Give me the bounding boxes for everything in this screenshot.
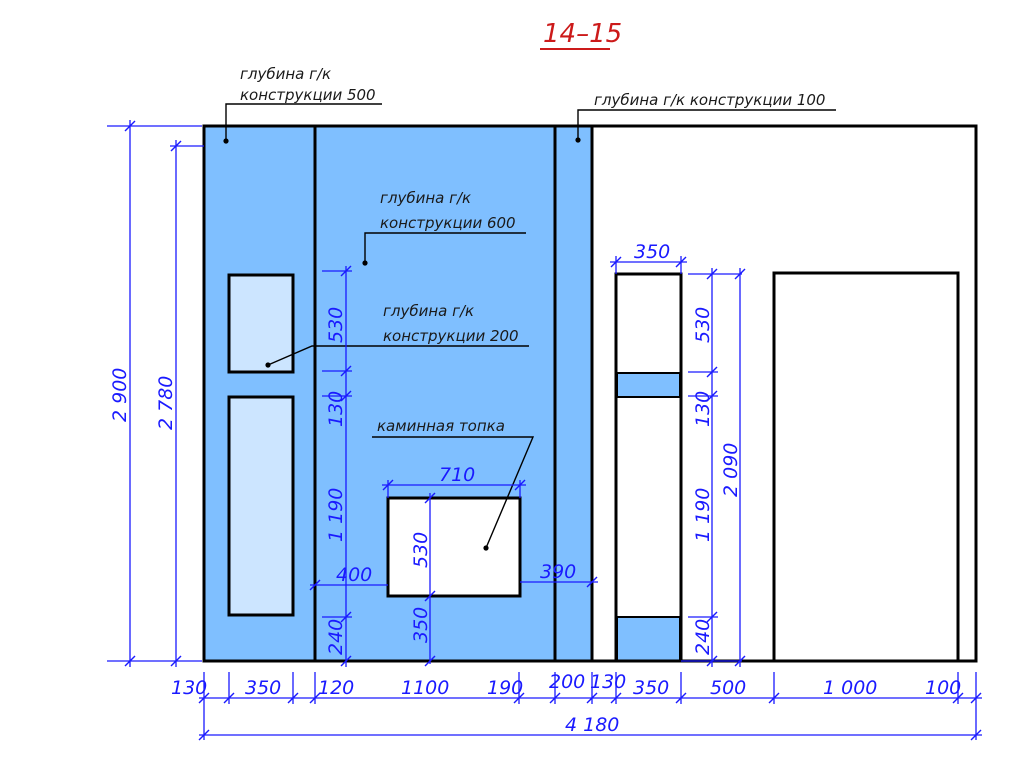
leader-depth-600 [364,232,526,263]
note-depth-600-line1: глубина г/к [380,189,471,207]
dim-text-overall-width: 4 180 [565,714,619,736]
dim-text-niche-width: 350 [634,241,670,263]
dim-text-bottom-350a: 350 [245,677,281,699]
note-depth-500-line1: глубина г/к [240,65,331,83]
dim-text-niche-1190: 1 190 [692,488,714,542]
dim-text-center-130: 130 [325,391,347,427]
dim-text-bottom-350b: 350 [633,677,669,699]
leader-firebox [372,436,535,549]
dim-text-bottom-200: 200 [549,671,585,693]
dim-text-firebox-left: 400 [336,564,372,586]
niche-panel-lower [227,395,295,617]
dim-text-firebox-bottom: 350 [410,607,432,643]
dim-text-bottom-1100: 1100 [401,677,449,699]
note-depth-100: глубина г/к конструкции 100 [594,91,825,109]
dim-text-niche-130: 130 [692,391,714,427]
dim-text-bottom-130a: 130 [171,677,207,699]
dim-text-left-column-height: 2 780 [155,376,177,430]
leader-dot [265,362,271,368]
shelf-niche [614,272,683,663]
note-depth-200-line2: конструкции 200 [383,327,519,345]
dim-text-niche-total: 2 090 [720,443,742,497]
dim-text-niche-530: 530 [692,307,714,343]
leader-dot [575,137,581,143]
sheet-title: 14–15 [543,19,622,49]
dim-text-bottom-130b: 130 [590,671,626,693]
leader-dot [483,545,489,551]
door-opening [772,271,976,663]
note-depth-500-line2: конструкции 500 [240,86,376,104]
note-depth-600-line2: конструкции 600 [380,214,516,232]
leader-depth-100 [577,109,836,140]
dim-text-firebox-width: 710 [439,464,475,486]
dim-text-overall-height: 2 900 [109,368,131,422]
note-depth-200-line1: глубина г/к [383,302,474,320]
leader-dot [362,260,368,266]
dim-text-bottom-1000: 1 000 [823,677,877,699]
leader-depth-500 [225,103,382,141]
dim-text-center-240: 240 [325,619,347,655]
shelf-band-middle [616,372,681,398]
dim-text-center-1190: 1 190 [325,488,347,542]
dim-text-center-530: 530 [325,307,347,343]
dim-text-bottom-190: 190 [487,677,523,699]
note-firebox: каминная топка [377,417,505,435]
leader-dot [223,138,229,144]
dim-text-niche-240: 240 [692,619,714,655]
dim-text-bottom-100: 100 [925,677,961,699]
shelf-band-bottom [616,616,681,662]
dim-text-bottom-500: 500 [710,677,746,699]
leader-depth-200 [267,345,529,366]
gk-strip-100 [553,124,594,663]
bottom-chain-ticks [198,692,982,704]
firebox-opening [386,496,522,598]
niche-panel-upper [227,273,295,374]
dim-text-bottom-120: 120 [318,677,354,699]
dim-text-firebox-right: 390 [540,561,576,583]
dim-text-firebox-height: 530 [410,532,432,568]
